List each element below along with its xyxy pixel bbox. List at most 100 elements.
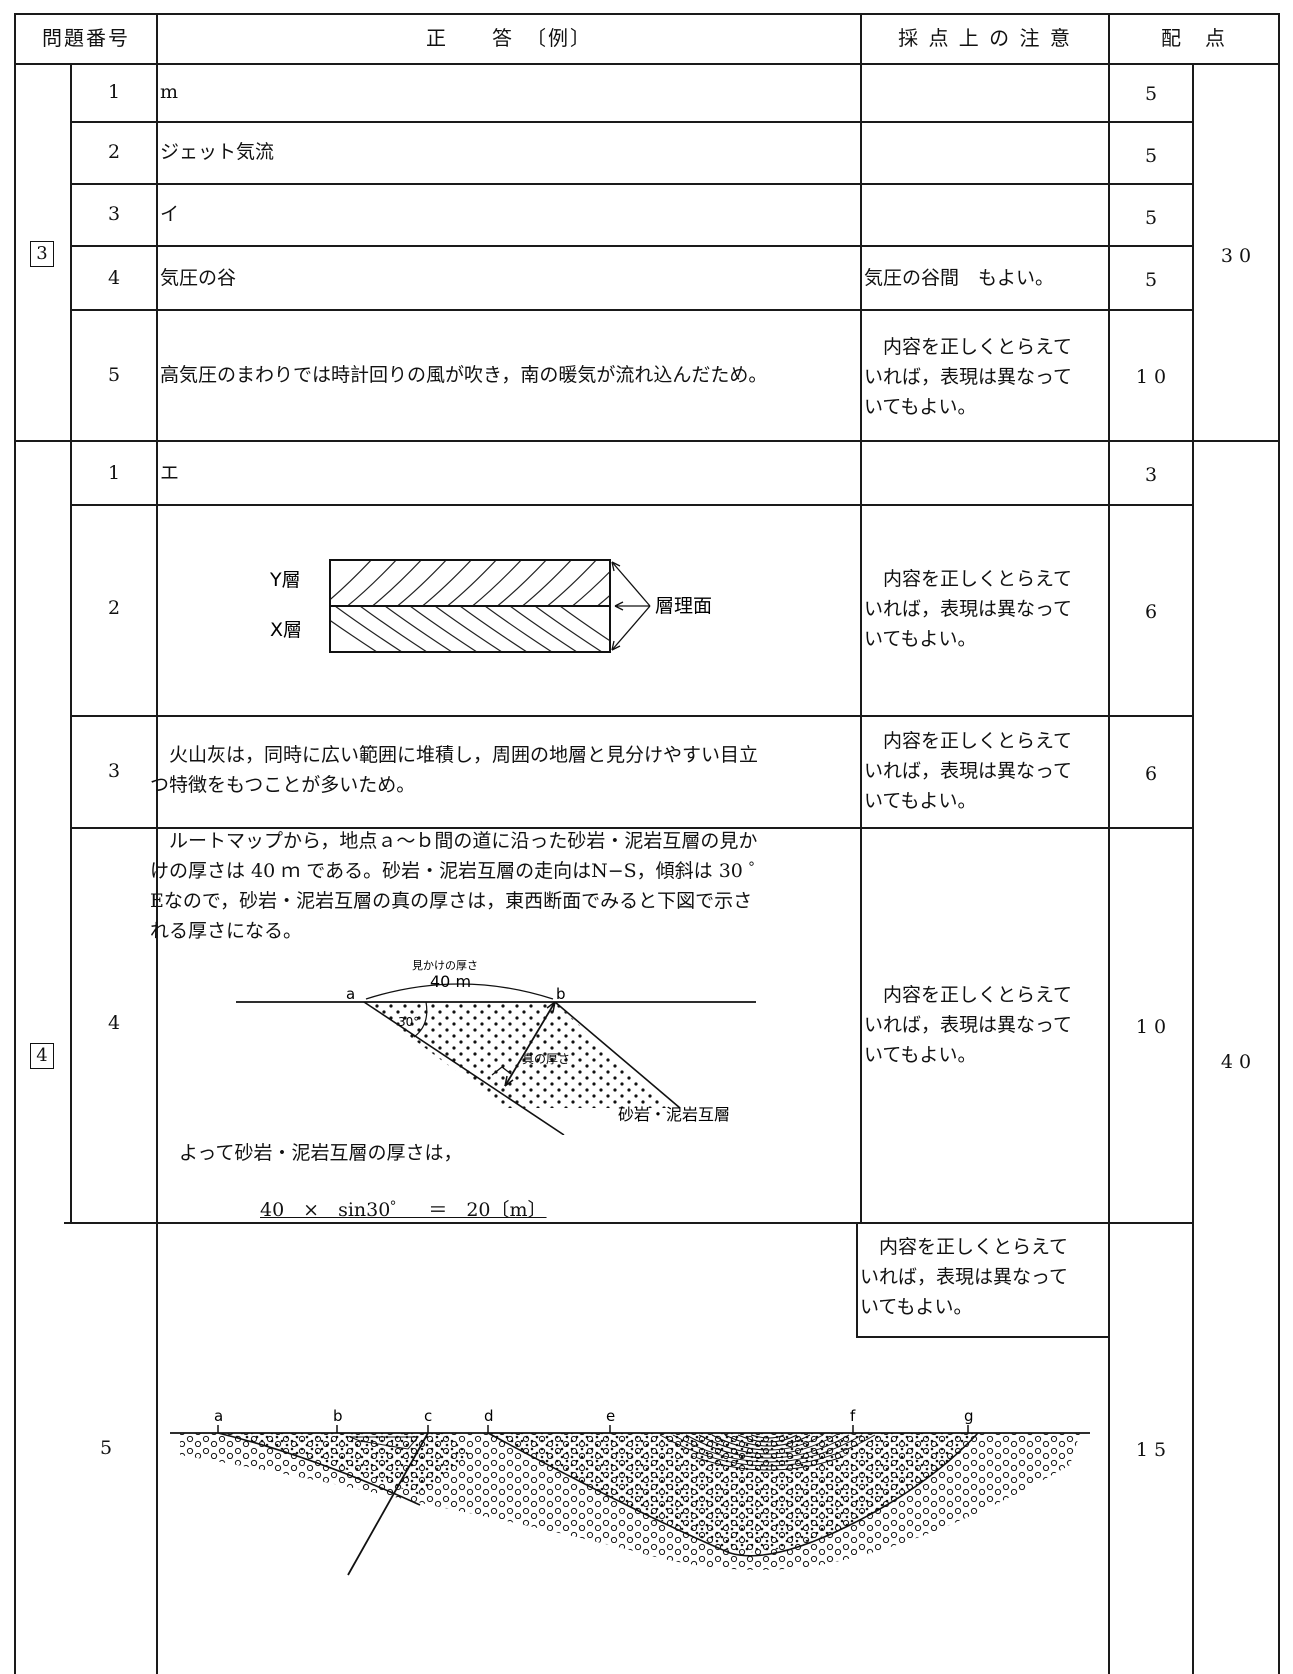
sandstone-syncline — [488, 1433, 978, 1553]
note-line: 内容を正しくとらえて — [864, 730, 1073, 752]
note-line: いてもよい。 — [864, 628, 977, 650]
q3-2-points: 5 — [1144, 145, 1158, 167]
point-a: a — [214, 1407, 223, 1425]
layer-diagram: Y層 X層 層理面 — [269, 559, 712, 653]
q3-2-number: 2 — [107, 141, 121, 163]
arrow-head — [546, 1001, 556, 1013]
q4-4-answer: ルートマップから，地点ａ～ｂ間の道に沿った砂岩・泥岩互層の見か けの厚さは 40… — [150, 826, 768, 946]
section-3-total: 3 0 — [1220, 245, 1252, 267]
rule — [14, 13, 16, 1674]
rule-top — [14, 13, 1280, 15]
note-line: いてもよい。 — [864, 1044, 977, 1066]
answer-line: Eなので，砂岩・泥岩互層の真の厚さは，東西断面でみると下図で示さ — [150, 890, 753, 912]
q4-4-points: 1 0 — [1135, 1016, 1167, 1038]
q4-2-number: 2 — [107, 597, 121, 619]
rule — [70, 715, 1192, 717]
true-thickness-label: 真の厚さ — [522, 1052, 570, 1066]
rule-section-divider — [14, 440, 1280, 442]
cross-section-diagram: a b c d e f g — [170, 1407, 1090, 1576]
section-4-total: 4 0 — [1220, 1051, 1252, 1073]
rule — [70, 63, 72, 1223]
rule — [856, 1222, 858, 1338]
note-line: いれば，表現は異なって — [864, 598, 1073, 620]
note-line: いてもよい。 — [860, 1296, 973, 1318]
rule — [70, 183, 1192, 185]
q4-5-number: 5 — [99, 1437, 113, 1459]
note-line: いてもよい。 — [864, 396, 977, 418]
fault-line — [347, 1432, 429, 1576]
q4-4-formula: 40 × sin30゜ ＝ 20〔m〕 — [260, 1199, 547, 1221]
layer-top — [554, 1001, 681, 1109]
x-layer-label: X層 — [270, 619, 302, 641]
point-e: e — [606, 1407, 615, 1425]
q4-5-note: 内容を正しくとらえて いれば，表現は異なって いてもよい。 — [860, 1232, 1068, 1322]
right-angle-mark — [491, 1066, 512, 1076]
header-number: 問題番号 — [42, 26, 130, 50]
boundary-d-f — [487, 1432, 979, 1557]
note-line: 内容を正しくとらえて — [864, 336, 1073, 358]
note-line: いてもよい。 — [864, 790, 977, 812]
q3-3-points: 5 — [1144, 207, 1158, 229]
q4-3-number: 3 — [107, 760, 121, 782]
x-layer-hatching — [330, 606, 610, 652]
q4-4-conclusion: よって砂岩・泥岩互層の厚さは， — [160, 1142, 463, 1164]
header-points: 配 点 — [1161, 26, 1227, 50]
note-line: いれば，表現は異なって — [864, 760, 1073, 782]
rule — [64, 1222, 1192, 1224]
rule — [70, 504, 1192, 506]
answer-line: 火山灰は，同時に広い範囲に堆積し，周囲の地層と見分けやすい目立 — [150, 744, 759, 766]
rule — [70, 121, 1192, 123]
q3-1-answer: m — [160, 81, 179, 103]
arrow-head — [504, 1075, 514, 1087]
y-layer-label: Y層 — [269, 569, 301, 591]
rule — [1278, 13, 1280, 1674]
apparent-value: 40 m — [430, 972, 471, 991]
note-line: いれば，表現は異なって — [864, 366, 1073, 388]
q3-5-answer: 高気圧のまわりでは時計回りの風が吹き，南の暖気が流れ込んだため。 — [160, 364, 768, 386]
q3-3-number: 3 — [107, 203, 121, 225]
q4-5-points: 1 5 — [1135, 1439, 1167, 1461]
note-line: いれば，表現は異なって — [864, 1014, 1073, 1036]
q3-4-answer: 気圧の谷 — [160, 267, 237, 289]
rule — [856, 1336, 1108, 1338]
note-line: 内容を正しくとらえて — [860, 1236, 1069, 1258]
q4-1-answer: エ — [160, 462, 180, 484]
q3-5-note: 内容を正しくとらえて いれば，表現は異なって いてもよい。 — [864, 332, 1072, 422]
q4-3-answer: 火山灰は，同時に広い範囲に堆積し，周囲の地層と見分けやすい目立 つ特徴をもつこと… — [150, 740, 758, 800]
layer-name-label: 砂岩・泥岩互層 — [618, 1105, 730, 1124]
q4-3-note: 内容を正しくとらえて いれば，表現は異なって いてもよい。 — [864, 726, 1072, 816]
note-line: 内容を正しくとらえて — [864, 984, 1073, 1006]
q4-1-points: 3 — [1144, 464, 1158, 486]
point-b: b — [333, 1407, 343, 1425]
section-3-label: 3 — [30, 241, 54, 267]
point-b-label: b — [556, 985, 566, 1003]
point-d: d — [484, 1407, 494, 1425]
rule — [70, 245, 1192, 247]
rule — [1192, 63, 1194, 1674]
point-g: g — [964, 1407, 974, 1425]
layer-bottom — [363, 1001, 565, 1135]
point-ticks — [217, 1425, 969, 1433]
point-c: c — [424, 1407, 432, 1425]
bedding-arrows — [611, 561, 651, 651]
q3-5-number: 5 — [107, 364, 121, 386]
rule-header-bottom — [14, 63, 1280, 65]
q3-5-points: 1 0 — [1135, 366, 1167, 388]
angle-label: 30° — [398, 1015, 419, 1029]
true-thickness-line — [504, 1001, 556, 1087]
point-f: f — [850, 1407, 856, 1425]
q3-1-number: 1 — [107, 81, 121, 103]
q3-3-answer: イ — [160, 203, 180, 225]
y-layer-hatching — [330, 560, 610, 606]
rule — [156, 13, 158, 1674]
note-line: いれば，表現は異なって — [860, 1266, 1069, 1288]
rule — [860, 13, 862, 1223]
q4-4-note: 内容を正しくとらえて いれば，表現は異なって いてもよい。 — [864, 980, 1072, 1070]
bedding-label: 層理面 — [655, 595, 712, 617]
q3-1-points: 5 — [1144, 83, 1158, 105]
rule — [70, 309, 1192, 311]
thickness-diagram: 見かけの厚さ 40 m a b 30° 真の厚さ 砂岩・泥岩互層 — [236, 959, 756, 1135]
q4-1-number: 1 — [107, 462, 121, 484]
section-4-label: 4 — [30, 1043, 54, 1069]
